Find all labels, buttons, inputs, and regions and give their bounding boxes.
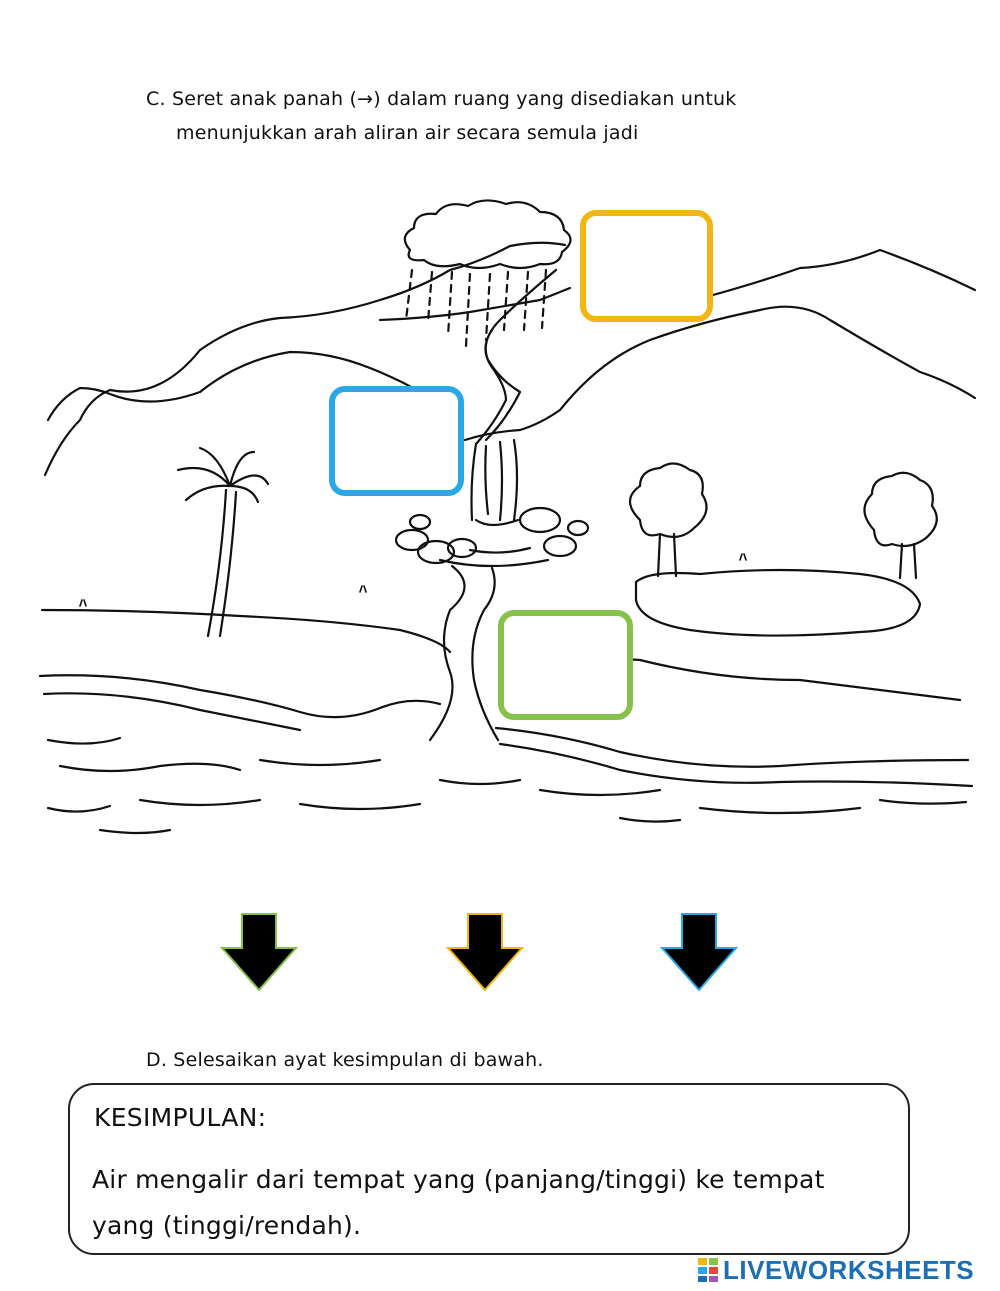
question-c-line1: C. Seret anak panah (→) dalam ruang yang… <box>146 88 737 110</box>
arrow-down-icon <box>660 913 738 992</box>
arrow-down-3[interactable] <box>660 912 738 992</box>
cloud <box>403 199 572 270</box>
drop-box-blue[interactable] <box>329 386 464 496</box>
arrow-down-1[interactable] <box>220 912 298 992</box>
coastline-left-2 <box>42 692 302 732</box>
palm-tree <box>176 446 270 638</box>
liveworksheets-logo-icon <box>698 1258 718 1282</box>
river <box>428 564 500 742</box>
coastline-right <box>494 726 970 768</box>
water-flow-illustration <box>38 199 977 835</box>
conclusion-box: KESIMPULAN: Air mengalir dari tempat yan… <box>68 1083 910 1255</box>
mountain-range-back <box>43 241 977 477</box>
conclusion-title: KESIMPULAN: <box>94 1103 267 1132</box>
sea-waves <box>46 736 968 835</box>
question-c-line2: menunjukkan arah aliran air secara semul… <box>176 122 639 144</box>
mountain-stream <box>474 268 558 446</box>
drop-box-green[interactable] <box>498 610 633 720</box>
tree-1 <box>628 462 708 578</box>
lake <box>634 568 922 637</box>
mountain-left-front <box>46 350 422 422</box>
grass-tufts <box>79 553 747 621</box>
coastline-right-2 <box>498 742 974 788</box>
mountain-center <box>378 286 572 322</box>
arrow-down-2[interactable] <box>446 912 524 992</box>
mountain-right-front <box>463 305 977 442</box>
coastline-left <box>38 674 442 719</box>
waterfall-pool <box>438 546 550 568</box>
conclusion-body: Air mengalir dari tempat yang (panjang/t… <box>92 1165 825 1240</box>
drop-box-yellow[interactable] <box>580 210 713 322</box>
ground-left <box>40 608 452 654</box>
rocks <box>394 506 590 565</box>
waterfall <box>470 438 520 527</box>
arrow-down-icon <box>446 913 524 992</box>
rain-lines <box>404 268 548 348</box>
question-d: D. Selesaikan ayat kesimpulan di bawah. <box>146 1049 544 1071</box>
tree-2 <box>863 471 938 580</box>
liveworksheets-brand: LIVEWORKSHEETS <box>723 1254 975 1285</box>
arrow-down-icon <box>220 913 298 992</box>
liveworksheets-logo: LIVEWORKSHEETS <box>697 1255 974 1285</box>
